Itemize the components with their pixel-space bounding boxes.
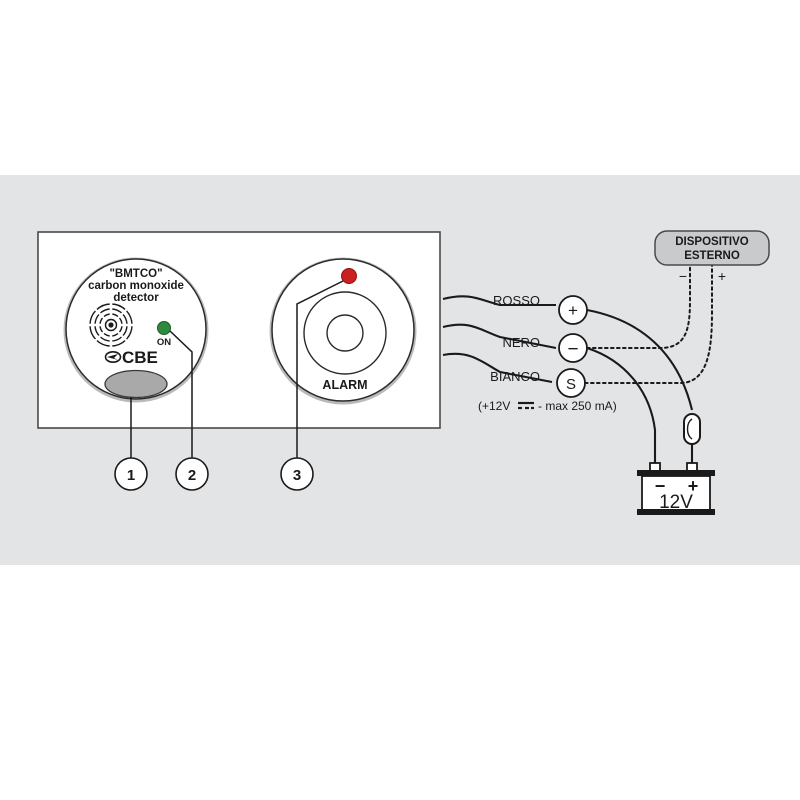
alarm-label: ALARM [322, 378, 367, 392]
alarm-sounder-ring-inner [326, 314, 364, 352]
battery-top-plate [637, 470, 715, 476]
battery-body [641, 475, 711, 513]
external-device-label-line2: ESTERNO [684, 250, 740, 262]
callout-2-circle [175, 457, 209, 491]
terminal-negative: − [558, 333, 588, 363]
negative-terminal-symbol: − [567, 339, 578, 360]
callout-1-number: 1 [127, 467, 135, 484]
detector-body [65, 258, 207, 400]
fuse-element [686, 418, 693, 440]
callout-3-circle [280, 457, 314, 491]
detector-test-button[interactable] [104, 369, 168, 399]
battery-voltage-label: 12V [659, 492, 693, 513]
rating-note-prefix: (+12V [478, 399, 510, 413]
wire-bianco-path [442, 352, 553, 384]
callout-leader-3 [296, 280, 344, 458]
co-detector-device[interactable]: "BMTCO" carbon monoxide detector ON CBE [63, 257, 209, 403]
callout-3: 3 [280, 457, 314, 491]
wire-positive-to-fuse [586, 308, 694, 411]
callout-3-number: 3 [293, 467, 301, 484]
detector-type-label-line1: carbon monoxide [88, 280, 184, 292]
alarm-device[interactable]: ALARM [269, 257, 417, 405]
cbe-brand-label: CBE [122, 348, 158, 367]
external-device-minus-label: − [679, 268, 687, 284]
callout-1-circle [114, 457, 148, 491]
battery-12v: − + 12V [637, 462, 715, 515]
detector-on-led-label: ON [157, 337, 171, 348]
external-device-wires [584, 261, 713, 384]
detector-on-led [157, 321, 171, 335]
callout-leader-2 [169, 330, 193, 458]
wire-rosso-path [442, 295, 556, 307]
wire-nero-path [442, 323, 557, 350]
detector-model-label: "BMTCO" [109, 268, 162, 280]
external-device-box [654, 230, 770, 266]
external-device-plus-label: + [718, 268, 726, 284]
positive-terminal-symbol: + [568, 301, 578, 320]
fuse-body [683, 413, 701, 445]
wire-label-rosso: ROSSO [493, 293, 540, 308]
inline-fuse-icon [683, 413, 701, 445]
cbe-logo: CBE [104, 348, 158, 367]
battery-bottom-plate [637, 509, 715, 515]
wire-signal-to-external-device [584, 261, 713, 384]
battery-plus-label: + [688, 476, 699, 496]
rating-note: (+12V - max 250 mA) [478, 399, 617, 413]
alarm-led [341, 268, 357, 284]
rating-note-suffix: - max 250 mA) [538, 399, 617, 413]
callout-1: 1 [114, 457, 148, 491]
external-device[interactable]: DISPOSITIVO ESTERNO − + [654, 230, 770, 284]
sensor-grille-icon [88, 302, 134, 348]
detector-type-label-line2: detector [113, 292, 159, 304]
callout-2: 2 [175, 457, 209, 491]
signal-terminal-symbol: S [566, 376, 576, 393]
wire-label-bianco: BIANCO [490, 369, 540, 384]
callout-2-number: 2 [188, 467, 196, 484]
external-device-label-line1: DISPOSITIVO [675, 236, 749, 248]
terminal-signal: S [556, 368, 586, 398]
detector-output-wires [442, 295, 557, 384]
battery-minus-label: − [655, 476, 666, 496]
wire-label-nero: NERO [502, 335, 540, 350]
callout-leaders [130, 280, 344, 458]
dc-current-icon [518, 401, 534, 410]
terminal-positive: + [558, 295, 588, 325]
wire-negative-to-external-device [586, 261, 691, 349]
